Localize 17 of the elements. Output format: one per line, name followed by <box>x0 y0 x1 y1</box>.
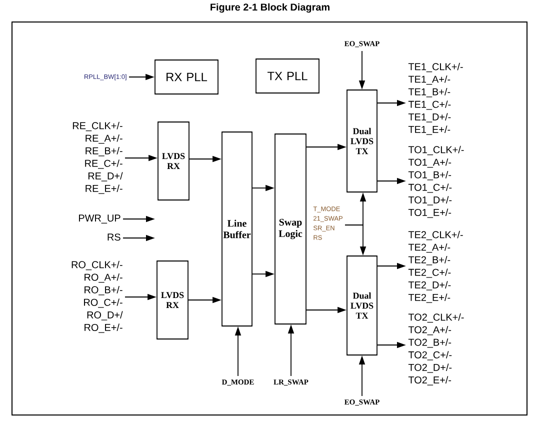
signal-list: TO2_CLK+/- TO2_A+/- TO2_B+/- TO2_C+/- TO2_D+/- TO2_E+/- <box>408 313 464 386</box>
logic-box: Swap Logic <box>274 134 306 324</box>
signal-list: TE1_CLK+/- TE1_A+/- TE1_B+/- TE1_C+/- TE1_D+/- TE1_E+/- <box>408 62 463 135</box>
signal-list: TO1_CLK+/- TO1_A+/- TO1_B+/- TO1_C+/- TO1_D+/- TO1_E+/- <box>408 146 464 218</box>
buffer-box: Line Buffer <box>222 132 252 326</box>
signal-label: RS <box>108 234 120 241</box>
transmitter-box: Dual LVDS TX <box>346 256 378 356</box>
signal-list: TE2_CLK+/- TE2_A+/- TE2_B+/- TE2_C+/- TE2_D+/- TE2_E+/- <box>408 230 463 303</box>
title: Figure 2-1 Block Diagram <box>210 3 330 13</box>
receiver-box: LVDS RX <box>158 122 190 200</box>
pll-box: TX PLL <box>256 58 320 94</box>
transmitter-box: Dual LVDS TX <box>346 90 378 192</box>
signal-list: RE_CLK+/- RE_A+/- RE_B+/- RE_C+/- RE_D+/ RE_E+/- <box>72 122 123 194</box>
pll-box: RX PLL <box>154 60 218 94</box>
signal-label: PWR_UP <box>79 214 120 224</box>
receiver-box: LVDS RX <box>156 260 188 340</box>
signal-list: RO_CLK+/- RO_A+/- RO_B+/- RO_C+/- RO_D+/ RO_E+/- <box>72 260 123 333</box>
